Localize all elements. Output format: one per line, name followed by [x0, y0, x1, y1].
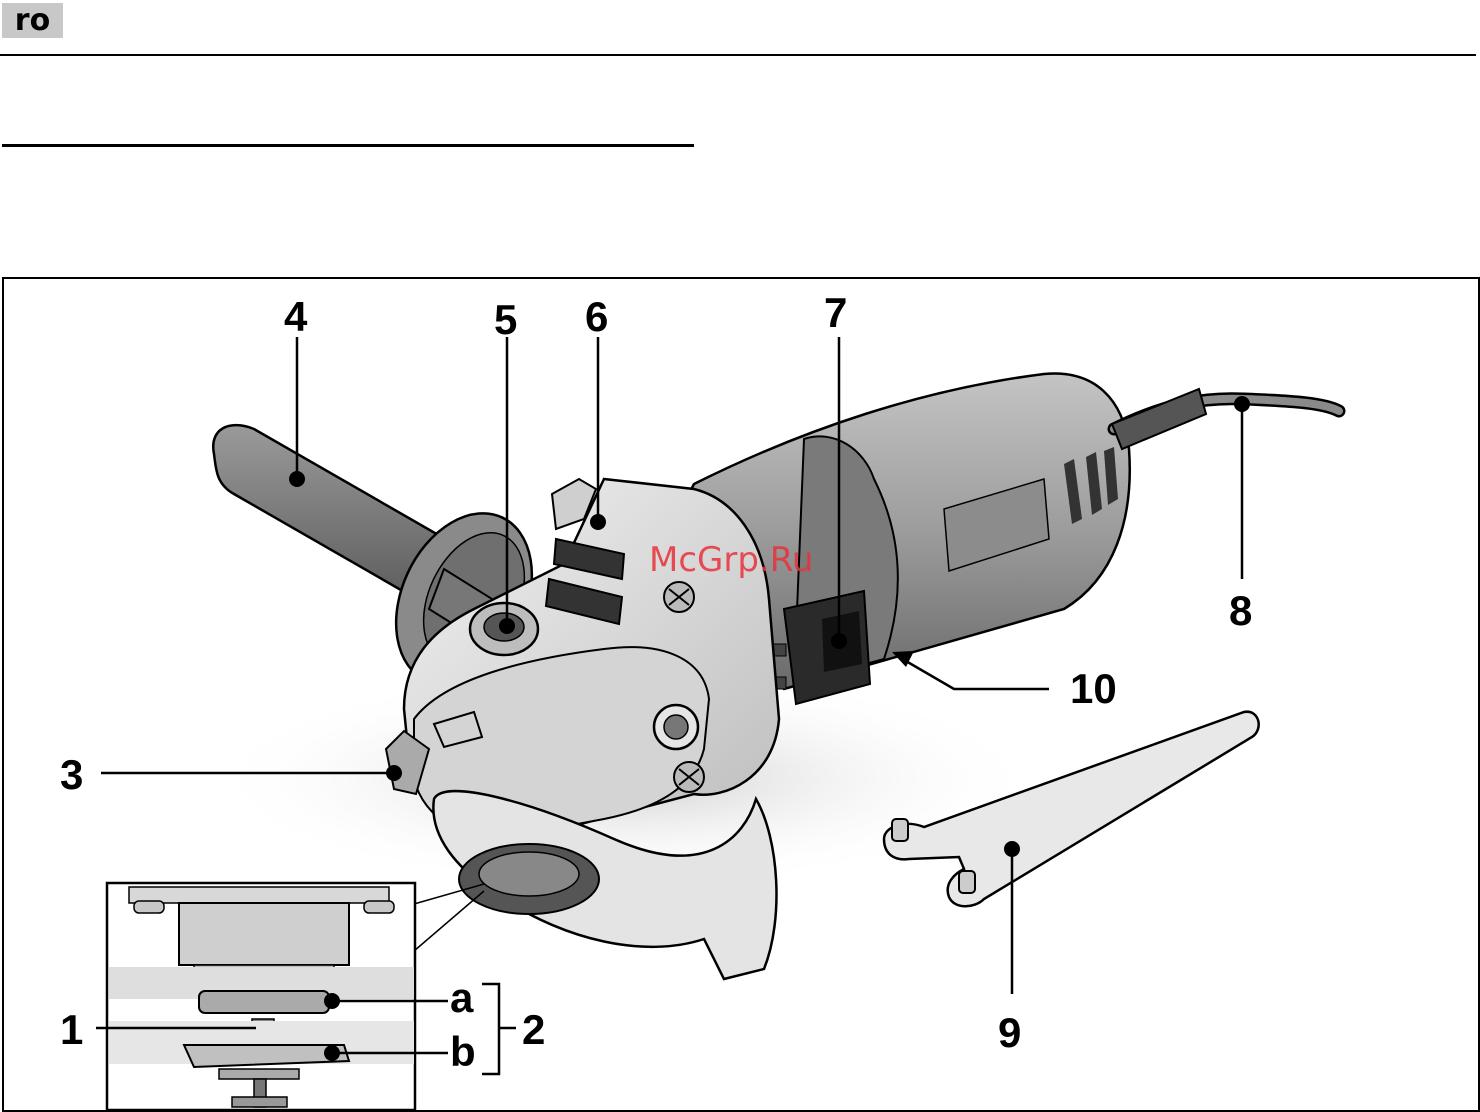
callout-10: 10 — [1070, 665, 1117, 712]
callout-4: 4 — [284, 293, 308, 340]
callout-6: 6 — [585, 293, 608, 340]
callout-1: 1 — [60, 1006, 83, 1053]
header-rule — [0, 54, 1476, 56]
language-tag: ro — [2, 3, 63, 38]
watermark-text: McGrp.Ru — [649, 540, 813, 580]
callout-9: 9 — [998, 1009, 1021, 1056]
callout-a: a — [450, 974, 474, 1021]
callout-8: 8 — [1229, 587, 1252, 634]
power-cord — [1112, 389, 1339, 449]
callout-2: 2 — [522, 1006, 545, 1053]
angle-grinder-illustration: McGrp.Ru 4 5 6 7 8 10 3 9 1 2 a b — [4, 279, 1478, 1110]
callout-7: 7 — [824, 289, 847, 336]
flange-detail-inset — [107, 883, 484, 1110]
callout-b: b — [450, 1028, 476, 1075]
section-rule — [2, 144, 694, 147]
callout-3: 3 — [60, 751, 83, 798]
angle-grinder-figure: McGrp.Ru 4 5 6 7 8 10 3 9 1 2 a b — [2, 277, 1480, 1112]
callout-5: 5 — [494, 296, 517, 343]
